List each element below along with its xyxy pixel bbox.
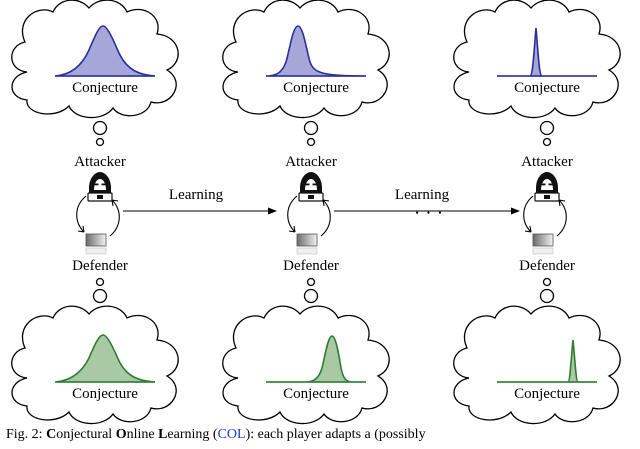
thought-bubble — [95, 277, 105, 287]
defender-label: Defender — [283, 258, 339, 274]
arrow-head — [511, 207, 520, 215]
learning-label: Learning — [395, 187, 450, 203]
attacker-distribution-curve-2 — [265, 25, 367, 77]
thought-bubble — [92, 120, 108, 136]
defender-gradient-icon — [85, 233, 107, 247]
conjecture-label: Conjecture — [283, 386, 349, 402]
learning-label: Learning — [169, 187, 224, 203]
hacker-icon-part — [541, 183, 546, 186]
player-pair-3: Attacker Defender — [519, 154, 575, 274]
interaction-cycle-arrows — [76, 195, 120, 237]
caption-text: ): each player adapts a (possibly — [245, 427, 426, 442]
ellipsis-dots: • • • — [416, 208, 445, 218]
attacker-cloud-1: Conjecture — [11, 0, 179, 119]
attacker-label: Attacker — [285, 154, 337, 170]
caption-bold-o: O — [115, 427, 127, 442]
learning-arrow-1: Learning — [123, 187, 277, 215]
hacker-icon — [298, 172, 324, 202]
thought-bubble — [306, 137, 316, 147]
attacker-distribution-curve-1 — [54, 25, 156, 77]
player-pair-1: Attacker Defender — [72, 154, 128, 274]
hacker-icon-part — [312, 183, 317, 186]
hacker-icon — [87, 172, 113, 202]
defender-gradient-icon — [532, 233, 554, 247]
hacker-icon-part — [305, 183, 310, 186]
thought-bubble — [539, 120, 555, 136]
attacker-distribution-curve-3 — [497, 27, 597, 77]
hacker-icon-part — [308, 195, 314, 199]
thought-bubble — [306, 277, 316, 287]
arrow-head — [268, 207, 277, 215]
conjecture-label: Conjecture — [72, 386, 138, 402]
hacker-icon-part — [94, 183, 99, 186]
attacker-cloud-3: Conjecture — [453, 0, 621, 119]
hacker-icon — [534, 172, 560, 202]
caption-bold-c: C — [46, 427, 57, 442]
thought-bubble — [92, 288, 108, 304]
hacker-icon-part — [548, 183, 553, 186]
caption-text: earning ( — [167, 427, 218, 442]
thought-bubble — [95, 137, 105, 147]
hacker-icon-part — [544, 195, 550, 199]
defender-cloud-2: Conjecture — [222, 305, 390, 425]
defender-gradient-icon-shadow — [85, 247, 107, 255]
conjecture-label: Conjecture — [514, 386, 580, 402]
defender-gradient-icon — [296, 233, 318, 247]
caption-text: onjectural — [56, 427, 116, 442]
thought-bubble — [539, 288, 555, 304]
hacker-icon-part — [541, 179, 553, 190]
cloud-outline — [453, 305, 621, 425]
defender-cloud-3: Conjecture — [453, 305, 621, 425]
figure-caption: Fig. 2: Conjectural Online Learning (COL… — [6, 427, 640, 449]
interaction-cycle-arrows — [287, 195, 331, 237]
hacker-icon-part — [94, 179, 106, 190]
defender-gradient-icon-shadow — [296, 247, 318, 255]
attacker-cloud-2: Conjecture — [222, 0, 390, 119]
citation-link[interactable]: COL — [217, 427, 246, 442]
learning-arrow-2: Learning • • • — [334, 187, 520, 218]
defender-gradient-icon-shadow — [532, 247, 554, 255]
thought-bubble — [303, 288, 319, 304]
conjecture-label: Conjecture — [72, 80, 138, 96]
thought-bubble — [303, 120, 319, 136]
interaction-cycle-arrows — [523, 195, 567, 237]
player-pair-2: Attacker Defender — [283, 154, 339, 274]
cloud-outline — [222, 305, 390, 425]
defender-label: Defender — [519, 258, 575, 274]
defender-distribution-curve-1 — [54, 334, 156, 383]
thought-bubbles — [92, 120, 555, 304]
hacker-icon-part — [97, 195, 103, 199]
conjecture-label: Conjecture — [283, 80, 349, 96]
attacker-label: Attacker — [74, 154, 126, 170]
hacker-icon-part — [101, 183, 106, 186]
thought-bubble — [542, 137, 552, 147]
caption-text: nline — [126, 427, 159, 442]
conjecture-label: Conjecture — [514, 80, 580, 96]
caption-bold-l: L — [158, 427, 168, 442]
hacker-icon-part — [305, 179, 317, 190]
defender-cloud-1: Conjecture — [11, 305, 179, 425]
defender-distribution-curve-3 — [497, 339, 597, 383]
attacker-label: Attacker — [521, 154, 573, 170]
thought-bubble — [542, 277, 552, 287]
defender-distribution-curve-2 — [266, 335, 366, 383]
caption-prefix: Fig. 2: — [6, 427, 47, 442]
defender-label: Defender — [72, 258, 128, 274]
